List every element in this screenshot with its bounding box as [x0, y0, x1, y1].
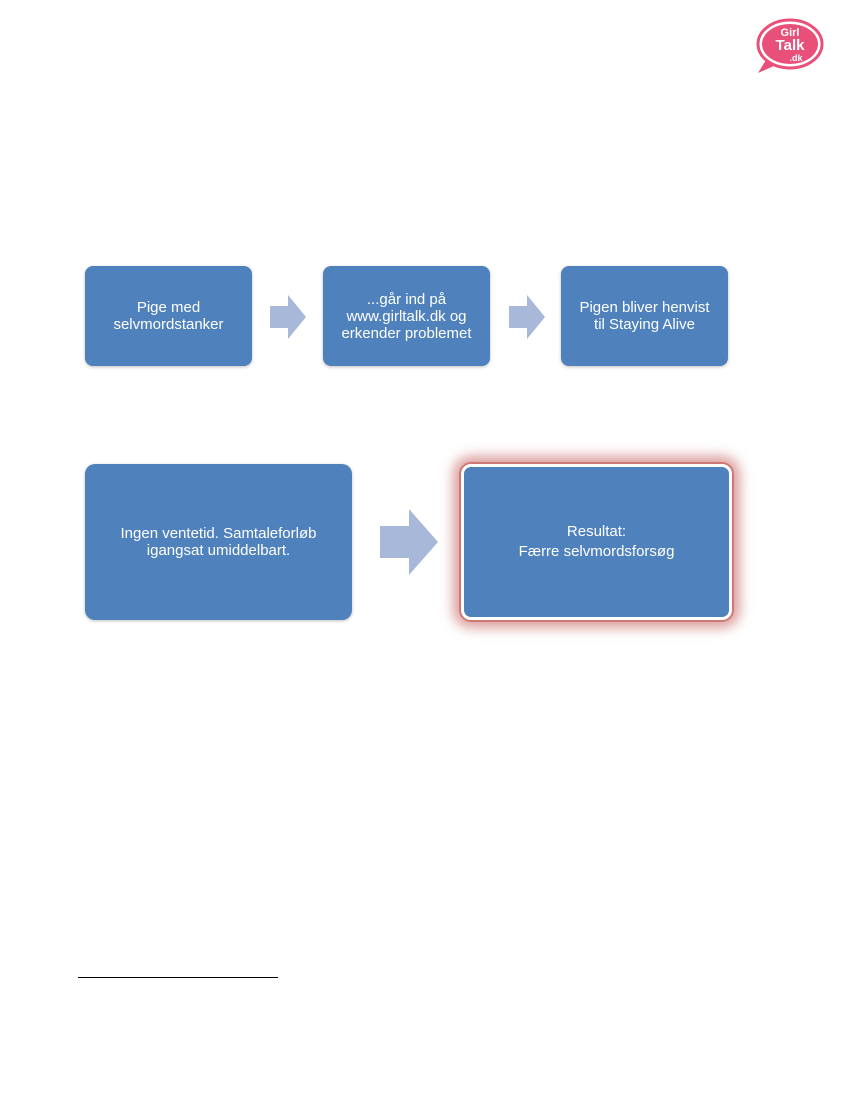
logo-text-talk: Talk [776, 37, 806, 54]
speech-bubble-logo-icon: Girl Talk .dk [756, 18, 824, 73]
flow-result-line-2: Færre selvmordsforsøg [518, 543, 675, 560]
flow-step-4-line-1: Ingen ventetid. Samtaleforløb [120, 525, 317, 542]
flow-step-2-line-3: erkender problemet [341, 324, 472, 342]
flow-step-1-line-1: Pige med [136, 299, 201, 316]
logo-text-dk: .dk [789, 53, 803, 63]
flow-step-2-line-1: ...går ind på [366, 290, 447, 308]
footnote-separator [78, 977, 278, 978]
flow-step-1-line-2: selvmordstanker [113, 316, 224, 333]
flow-step-3: Pigen bliver henvist til Staying Alive [561, 266, 728, 366]
flow-result: Resultat: Færre selvmordsforsøg [461, 464, 732, 620]
flow-arrow-3-icon [380, 509, 438, 575]
flow-step-3-line-2: til Staying Alive [594, 316, 695, 333]
flow-step-4-line-2: igangsat umiddelbart. [146, 542, 291, 559]
flow-step-4: Ingen ventetid. Samtaleforløb igangsat u… [85, 464, 352, 620]
flow-step-2: ...går ind på www.girltalk.dk og erkende… [323, 266, 490, 366]
flow-arrow-2-icon [509, 295, 545, 339]
flow-result-line-1: Resultat: [566, 523, 627, 540]
flow-step-3-line-1: Pigen bliver henvist [579, 299, 710, 316]
flow-arrow-1-icon [270, 295, 306, 339]
flow-step-1: Pige med selvmordstanker [85, 266, 252, 366]
flow-step-2-line-2: www.girltalk.dk og [346, 307, 467, 325]
logo-text-girl: Girl [781, 27, 800, 39]
girltalk-logo: Girl Talk .dk [752, 18, 824, 76]
